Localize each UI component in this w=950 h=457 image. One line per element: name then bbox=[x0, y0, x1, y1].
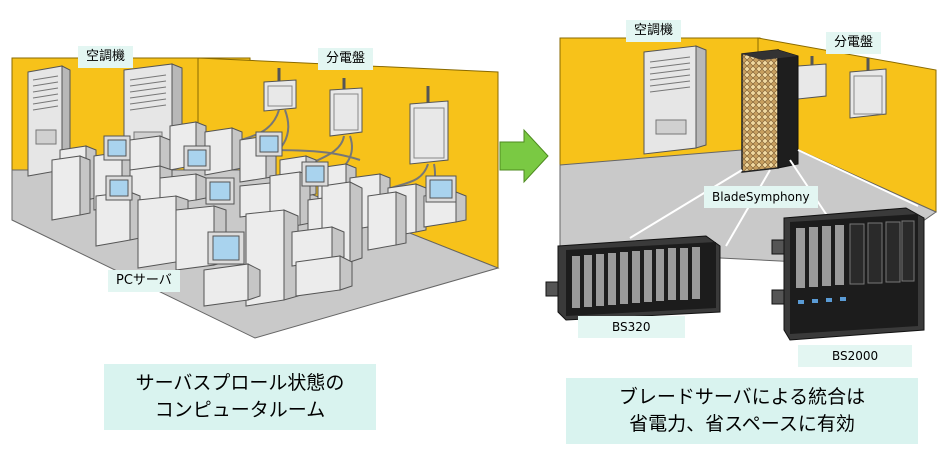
bladesymphony-label: BladeSymphony bbox=[704, 186, 818, 208]
aircon-unit-icon bbox=[27, 65, 71, 177]
power-panel-icon bbox=[329, 78, 363, 137]
right-aircon-label: 空調機 bbox=[626, 20, 682, 42]
aircon-unit-icon bbox=[643, 45, 707, 155]
left-aircon-label: 空調機 bbox=[78, 46, 134, 68]
right-caption-line2: 省電力、省スペースに有効 bbox=[629, 413, 855, 435]
pc-server-label: PCサーバ bbox=[108, 270, 180, 292]
blade-rack-icon bbox=[741, 49, 799, 173]
left-panel-label: 分電盤 bbox=[318, 48, 374, 70]
left-caption: サーバスプロール状態の コンピュータルーム bbox=[104, 364, 376, 430]
power-panel-icon bbox=[409, 86, 449, 165]
left-caption-line2: コンピュータルーム bbox=[154, 399, 326, 421]
bs320-chassis-icon bbox=[545, 235, 721, 321]
power-panel-icon bbox=[849, 58, 887, 119]
transition-arrow-icon bbox=[499, 128, 549, 184]
right-panel-label: 分電盤 bbox=[826, 32, 882, 54]
power-panel-icon bbox=[263, 68, 297, 112]
pc-server-cluster bbox=[51, 121, 467, 307]
right-caption: ブレードサーバによる統合は 省電力、省スペースに有効 bbox=[566, 378, 918, 444]
crt-monitor-icon bbox=[103, 131, 457, 265]
left-caption-line1: サーバスプロール状態の bbox=[135, 372, 345, 394]
bs2000-chassis-icon bbox=[771, 207, 925, 341]
bs320-label: BS320 bbox=[578, 316, 685, 338]
right-caption-line1: ブレードサーバによる統合は bbox=[618, 386, 866, 408]
bs2000-label: BS2000 bbox=[798, 345, 913, 367]
